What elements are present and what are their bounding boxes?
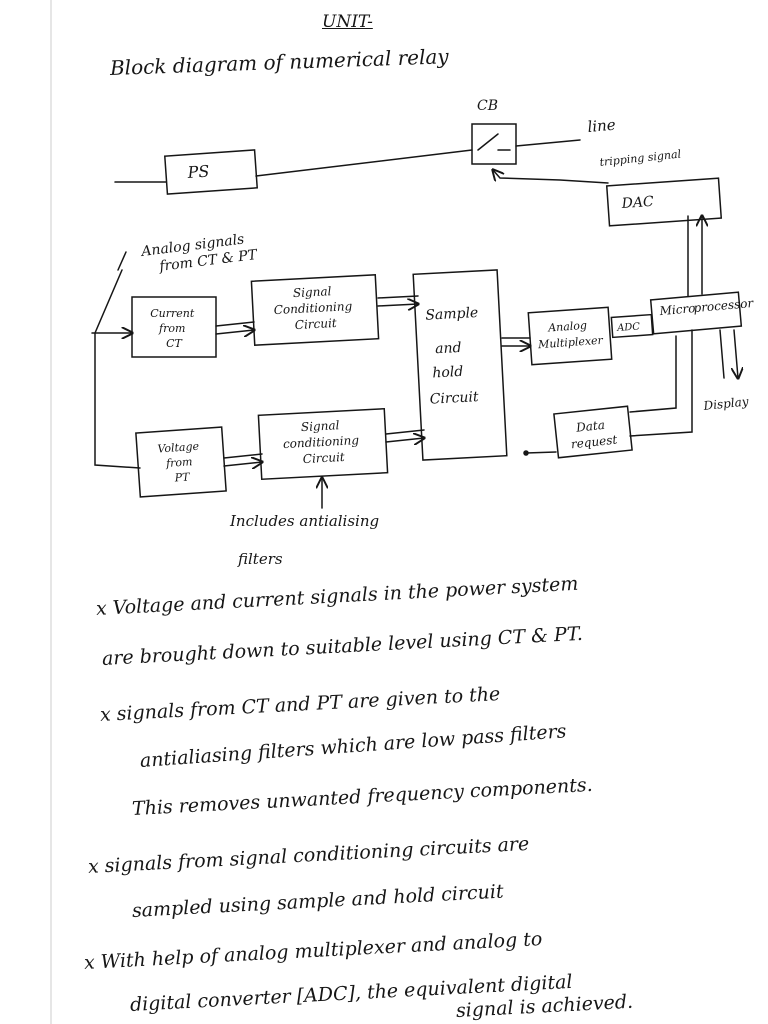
sample-hold-label: Sample and hold Circuit bbox=[425, 305, 488, 408]
current-block bbox=[131, 296, 217, 358]
current-to-cond-arrow bbox=[215, 322, 254, 334]
unit-heading: UNIT- bbox=[322, 12, 373, 32]
display-label: Display bbox=[702, 394, 750, 413]
signal-cond-1-block bbox=[250, 274, 380, 346]
note-line-8: x With help of analog multiplexer and an… bbox=[83, 927, 543, 974]
signal-cond-2-block bbox=[257, 407, 389, 481]
voltage-block-label: Voltage from PT bbox=[157, 439, 205, 485]
signal-cond-2-label: Signal conditioning Circuit bbox=[282, 417, 364, 467]
voltage-to-cond-arrow bbox=[223, 454, 262, 466]
mp-to-dac-arrow bbox=[687, 216, 702, 297]
line-label: line bbox=[587, 116, 617, 136]
sample-hold-block bbox=[412, 269, 508, 461]
microprocessor-label: Micro processor bbox=[658, 296, 755, 318]
voltage-block bbox=[135, 426, 227, 498]
dac-label: DAC bbox=[620, 194, 654, 212]
adc-label: ADC bbox=[616, 321, 641, 334]
display-arrow bbox=[719, 329, 738, 378]
note-line-6: x signals from signal conditioning circu… bbox=[87, 832, 530, 878]
data-request-label: Data request bbox=[569, 417, 618, 452]
data-request-block bbox=[553, 405, 633, 459]
note-line-7: sampled using sample and hold circuit bbox=[131, 880, 505, 922]
cb-switch bbox=[471, 123, 517, 165]
analog-signals-label: Analog signals from CT & PT bbox=[139, 230, 260, 277]
power-line bbox=[114, 139, 581, 183]
block-diagram: CB line tripping signal PS DAC Analog si… bbox=[91, 98, 755, 568]
cb-label: CB bbox=[477, 98, 498, 114]
cond1-to-sh-arrow bbox=[377, 296, 418, 306]
includes-label: Includes antialising filters bbox=[229, 512, 384, 568]
ps-label: PS bbox=[186, 162, 210, 183]
junction-dot bbox=[523, 450, 529, 456]
note-line-5: This removes unwanted frequency componen… bbox=[131, 773, 594, 820]
note-line-2: are brought down to suitable level using… bbox=[101, 622, 584, 670]
sh-to-mux-arrow bbox=[501, 338, 530, 346]
data-request-lines bbox=[525, 329, 693, 454]
current-block-label: Current from CT bbox=[150, 307, 198, 350]
analog-mux-label: Analog Multiplexer bbox=[536, 318, 604, 352]
adc-block bbox=[610, 313, 654, 339]
cb-contact bbox=[477, 133, 511, 151]
note-line-4: antialiasing filters which are low pass … bbox=[139, 720, 568, 772]
note-line-3: x signals from CT and PT are given to th… bbox=[99, 683, 501, 726]
trip-line bbox=[493, 170, 609, 184]
cond2-to-sh-arrow bbox=[385, 430, 424, 442]
microprocessor-block bbox=[649, 291, 743, 335]
analog-mux-block bbox=[527, 306, 613, 366]
input-branch-line bbox=[94, 269, 141, 469]
signal-cond-1-label: Signal Conditioning Circuit bbox=[273, 283, 358, 333]
analog-signals-tick bbox=[117, 251, 127, 271]
ps-block bbox=[163, 149, 259, 195]
margin-line bbox=[50, 0, 52, 1024]
dac-block bbox=[605, 177, 723, 227]
tripping-signal-label: tripping signal bbox=[599, 147, 682, 169]
